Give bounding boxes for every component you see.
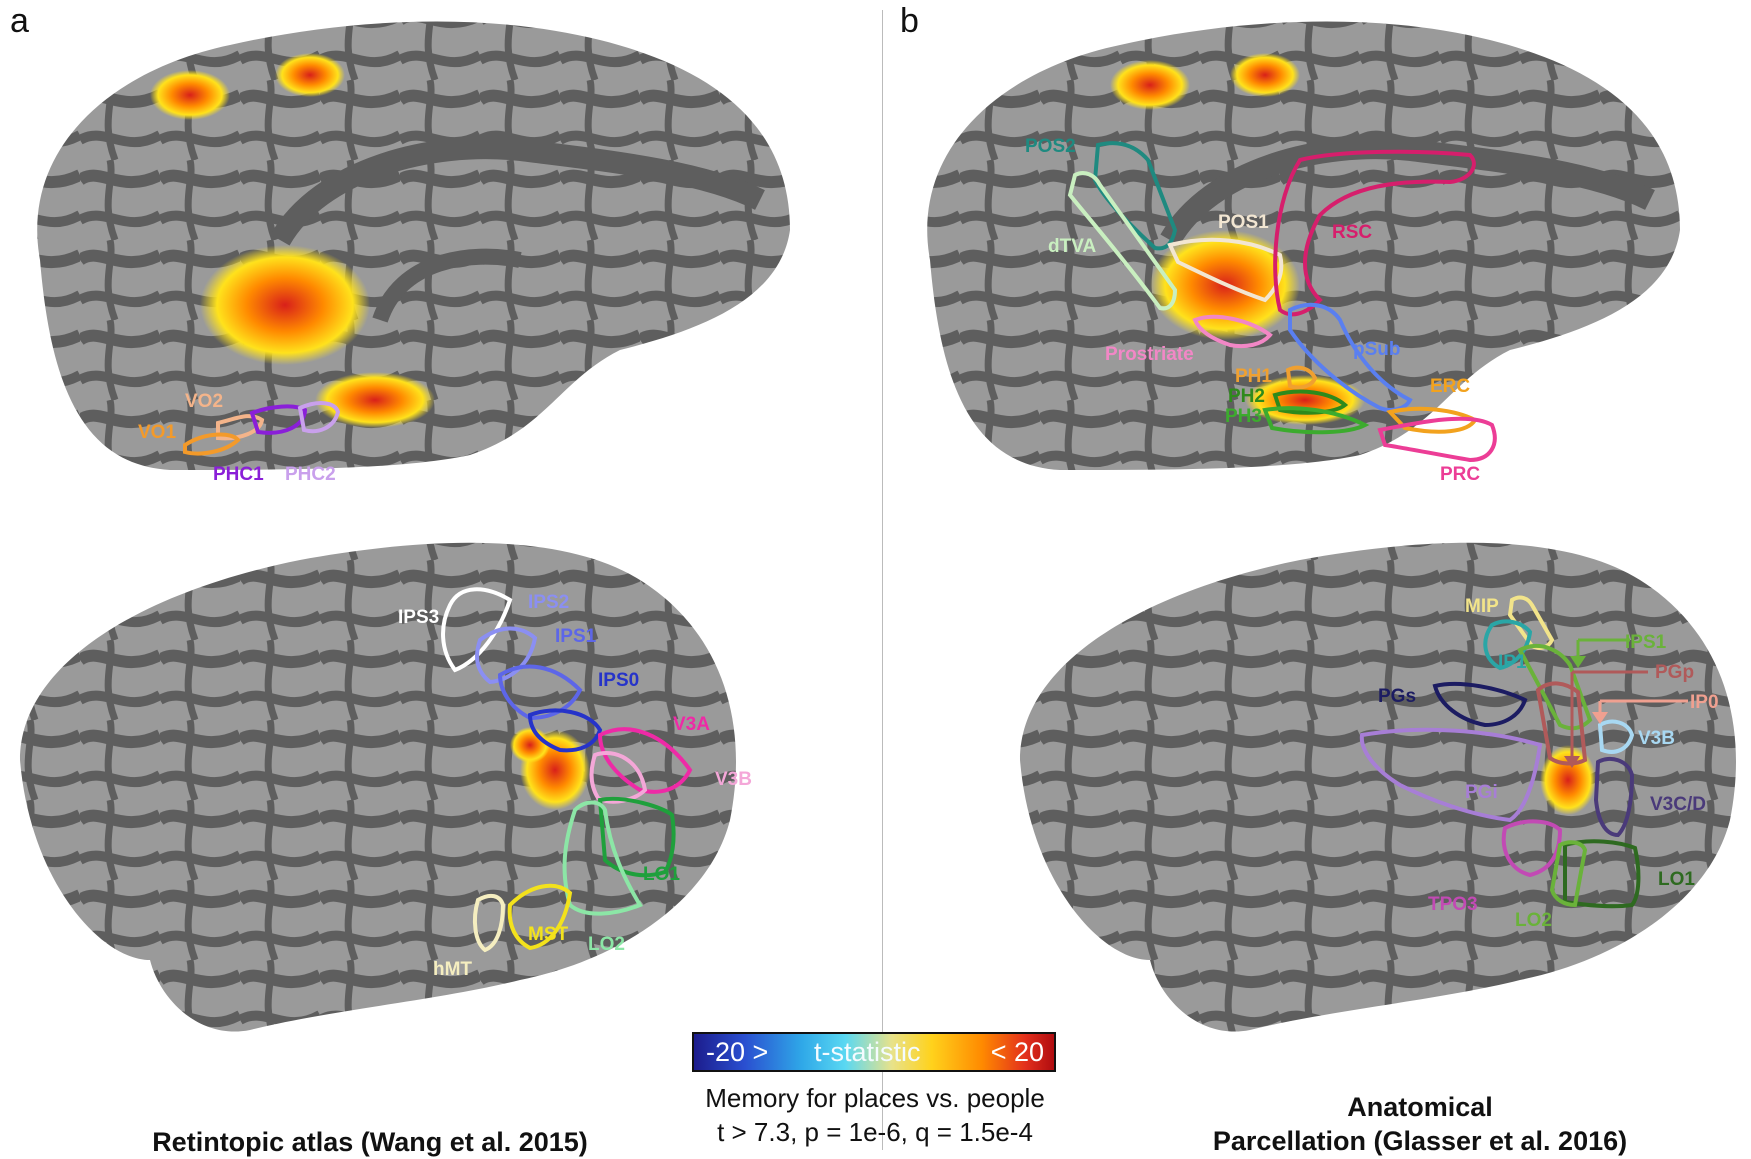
rois-b-medial [1067, 141, 1497, 463]
roi-outline-pgs [1432, 682, 1528, 728]
roi-outline-pgi [1359, 727, 1543, 823]
roi-label-b-ip0: IP0 [1690, 692, 1719, 713]
roi-outline-vo1 [183, 432, 241, 456]
roi-label-b-v3b: V3B [1638, 728, 1675, 749]
roi-label-b-pgp: PGp [1655, 662, 1694, 683]
stat-thresholds: t > 7.3, p = 1e-6, q = 1.5e-4 [717, 1117, 1033, 1147]
roi-label-b-ph2: PH2 [1228, 386, 1265, 407]
activation-a-medial [150, 53, 435, 428]
roi-label-b-v3cd: V3C/D [1650, 794, 1706, 815]
rois-b-lateral [1359, 595, 1688, 909]
roi-label-b-ph3: PH3 [1225, 406, 1262, 427]
roi-label-a-ips0: IPS0 [598, 670, 639, 691]
roi-label-b-ip1: IP1 [1498, 652, 1527, 673]
roi-outline-psub [1288, 302, 1413, 412]
roi-outline-phc1 [249, 404, 308, 435]
roi-outline-pos1 [1167, 237, 1284, 303]
roi-outline-ph3 [1262, 406, 1370, 435]
roi-label-a-v3a: V3A [673, 714, 710, 735]
roi-outline-ip1 [1483, 619, 1533, 671]
caption-b-line1: Anatomical [1347, 1092, 1493, 1122]
roi-outline-mst [507, 883, 573, 951]
roi-label-b-pos2: POS2 [1025, 136, 1076, 157]
colorbar-right-label: < 20 [990, 1037, 1044, 1067]
roi-label-a-hmt: hMT [433, 959, 472, 980]
roi-outline-rsc [1273, 149, 1476, 317]
roi-outline-ips1 [497, 664, 583, 721]
brain-a-lateral [20, 542, 736, 1032]
roi-label-a-mst: MST [528, 924, 569, 945]
roi-outline-lo1-b [1563, 839, 1641, 909]
roi-outline-prc [1377, 416, 1497, 463]
roi-label-b-erc: ERC [1430, 376, 1470, 397]
panel-label-a: a [10, 2, 29, 40]
colorbar-left-label: -20 > [706, 1037, 769, 1067]
colorbar-center-label: t-statistic [814, 1037, 921, 1067]
rois-a-medial [183, 401, 341, 456]
roi-label-b-ips1: IPS1 [1625, 632, 1667, 653]
rois-a-lateral [441, 587, 693, 953]
roi-label-a-phc1: PHC1 [213, 464, 264, 485]
roi-outline-ips1-b [1517, 644, 1593, 731]
roi-outline-dtva [1067, 171, 1178, 311]
caption-a: Retintopic atlas (Wang et al. 2015) [152, 1127, 588, 1157]
panel-divider [882, 10, 883, 1150]
roi-label-b-mip: MIP [1465, 596, 1499, 617]
stat-title: Memory for places vs. people [705, 1083, 1045, 1113]
roi-outline-lo2 [562, 800, 643, 916]
panel-label-b: b [900, 2, 919, 40]
roi-label-b-lo1: LO1 [1658, 869, 1695, 890]
roi-outline-prostriate [1192, 314, 1273, 349]
roi-outline-ips3 [441, 587, 513, 673]
colorbar: -20 > t-statistic < 20 [692, 1032, 1056, 1072]
roi-label-b-ph1: PH1 [1235, 366, 1272, 387]
roi-outline-hmt [472, 893, 506, 953]
roi-outline-lo2-b [1549, 840, 1588, 908]
roi-outline-v3a [597, 727, 693, 794]
roi-label-b-prostriate: Prostriate [1105, 344, 1194, 365]
roi-outline-ph1 [1285, 365, 1318, 390]
roi-label-b-dtva: dTVA [1048, 236, 1096, 257]
roi-label-b-tpo3: TPO3 [1428, 894, 1478, 915]
roi-outline-v3b-b [1597, 719, 1635, 754]
roi-label-b-pgi: PGi [1465, 782, 1498, 803]
roi-label-a-vo1: VO1 [138, 422, 176, 443]
roi-label-b-pgs: PGs [1378, 686, 1416, 707]
roi-label-a-ips1: IPS1 [555, 626, 597, 647]
roi-outline-ips0 [527, 708, 603, 753]
roi-outline-tpo3 [1501, 819, 1563, 878]
roi-outline-vo2 [216, 414, 265, 441]
brain-b-lateral [1020, 542, 1736, 1032]
roi-label-b-lo2: LO2 [1515, 910, 1552, 931]
roi-label-a-lo1: LO1 [643, 864, 680, 885]
roi-outline-ph2 [1272, 389, 1349, 415]
roi-label-a-v3b: V3B [715, 769, 752, 790]
roi-label-a-ips2: IPS2 [528, 592, 569, 613]
roi-label-b-pos1: POS1 [1218, 212, 1269, 233]
roi-label-b-psub: pSub [1353, 339, 1401, 360]
brain-a-medial [37, 21, 791, 470]
roi-label-a-ips3: IPS3 [398, 607, 439, 628]
roi-outline-phc2 [297, 401, 341, 434]
roi-label-b-prc: PRC [1440, 464, 1480, 485]
roi-label-a-lo2: LO2 [588, 934, 625, 955]
roi-outline-pgp [1535, 681, 1588, 766]
roi-outline-v3cd [1593, 756, 1635, 838]
roi-label-a-phc2: PHC2 [285, 464, 336, 485]
caption-b-line2: Parcellation (Glasser et al. 2016) [1212, 1126, 1628, 1156]
roi-label-b-rsc: RSC [1332, 222, 1372, 243]
roi-label-a-vo2: VO2 [185, 391, 223, 412]
